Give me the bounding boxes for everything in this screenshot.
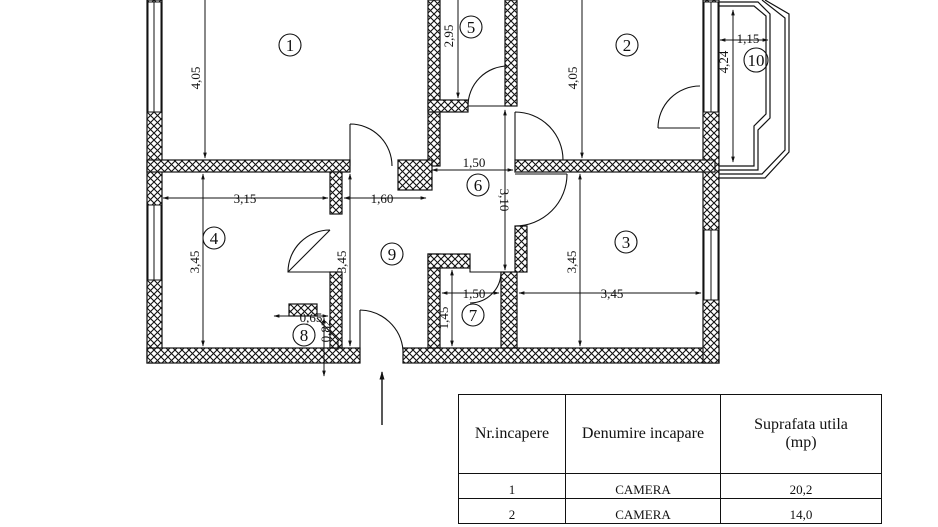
door-entry	[359, 309, 404, 351]
table-header-row: Nr.incapere Denumire incapare Suprafata …	[458, 394, 882, 474]
header-room-name: Denumire incapare	[565, 394, 721, 474]
dim-room7-height: 1,45	[436, 307, 451, 330]
dim-room2-height: 4,05	[565, 67, 580, 90]
wall-room7-right	[500, 271, 518, 349]
header-area-line2: (mp)	[785, 434, 817, 451]
room-number-5: 5	[467, 18, 476, 37]
wall-room1-room4	[146, 159, 351, 173]
dim-corridor-width: 1,60	[371, 191, 394, 206]
wall-room2-room3	[514, 159, 716, 173]
dim-room4-height: 3,45	[187, 251, 202, 274]
room-number-9: 9	[388, 245, 397, 264]
windows	[147, 1, 719, 301]
room-area-table: Nr.incapere Denumire incapare Suprafata …	[458, 394, 882, 524]
cell-room-name: CAMERA	[565, 498, 721, 524]
wall-room4-right-bottom	[329, 271, 343, 349]
header-area: Suprafata utila (mp)	[720, 394, 882, 474]
dim-room3-height: 3,45	[564, 251, 579, 274]
doors	[287, 65, 701, 351]
room-number-7: 7	[469, 306, 478, 325]
dim-room7-width: 1,50	[463, 286, 486, 301]
dim-room3-width: 3,45	[601, 286, 624, 301]
wall-room5-bottom	[427, 99, 469, 113]
room-number-8: 8	[300, 326, 309, 345]
room-number-4: 4	[210, 229, 219, 248]
wall-room5-right	[504, 0, 518, 107]
wall-bottom-left	[146, 347, 361, 364]
table-row: 1 CAMERA 20,2	[458, 473, 882, 499]
door-room5	[467, 65, 509, 107]
cell-area: 20,2	[720, 473, 882, 499]
wall-room5-left	[427, 0, 441, 167]
dim-room1-height: 4,05	[188, 67, 203, 90]
cell-room-number: 2	[458, 498, 566, 524]
door-room2-hall	[514, 111, 564, 161]
dim-balcony-height: 4,24	[716, 50, 731, 73]
room-number-2: 2	[623, 36, 632, 55]
cell-area: 14,0	[720, 498, 882, 524]
door-room2-balcony	[657, 85, 701, 129]
room-number-6: 6	[474, 176, 483, 195]
header-area-line1: Suprafata utila	[754, 416, 848, 433]
room-number-1: 1	[286, 36, 295, 55]
room-circles	[202, 15, 769, 347]
wall-room4-right-top	[329, 171, 343, 215]
door-room3	[514, 173, 568, 227]
door-room1	[349, 123, 393, 167]
dim-room4-width: 3,15	[234, 191, 257, 206]
dim-balcony-width: 1,15	[737, 31, 760, 46]
dim-room8-width: 0,65	[300, 310, 323, 325]
dim-corridor-height: 3,45	[334, 251, 349, 274]
cell-room-number: 1	[458, 473, 566, 499]
dim-hall-height: 3,10	[497, 189, 512, 212]
door-room4	[287, 229, 331, 273]
room-number-10: 10	[748, 51, 765, 70]
dimension-lines	[162, 0, 769, 377]
wall-room3-left	[514, 225, 528, 273]
table-row: 2 CAMERA 14,0	[458, 498, 882, 524]
balcony	[719, 0, 790, 179]
wall-pillar	[397, 159, 433, 191]
cell-room-name: CAMERA	[565, 473, 721, 499]
dim-hall-width: 1,50	[463, 155, 486, 170]
dim-room8-height: 0,82	[318, 320, 333, 343]
header-room-number: Nr.incapere	[458, 394, 566, 474]
room-number-3: 3	[622, 233, 631, 252]
dim-room5-height: 2,95	[441, 25, 456, 48]
wall-bottom-right	[402, 347, 720, 364]
wall-room7-top	[427, 253, 471, 269]
